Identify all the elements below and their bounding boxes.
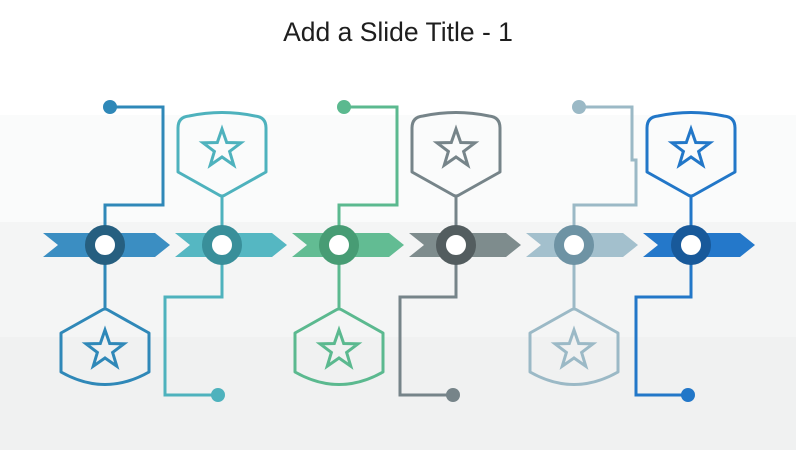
milestone-1-node (85, 225, 125, 265)
milestone-5-endpoint-dot (572, 100, 586, 114)
milestone-3-endpoint-dot (337, 100, 351, 114)
milestone-6-connector (634, 245, 693, 397)
milestone-1-endpoint-dot (103, 100, 117, 114)
milestone-6-node (671, 225, 711, 265)
milestone-5-connector (572, 105, 638, 245)
milestone-3-node (319, 225, 359, 265)
milestone-4-connector (398, 245, 458, 397)
milestone-6-endpoint-dot (681, 388, 695, 402)
timeline-nodes (85, 225, 711, 265)
milestone-4-node (436, 225, 476, 265)
milestone-3 (293, 100, 399, 386)
milestone-2-node (202, 225, 242, 265)
milestone-1-connector (103, 105, 165, 245)
background-band-top (0, 0, 796, 115)
slide-title: Add a Slide Title - 1 (283, 17, 513, 47)
milestone-3-connector (337, 105, 399, 245)
milestone-5-node (554, 225, 594, 265)
milestone-4-endpoint-dot (446, 388, 460, 402)
milestone-2-endpoint-dot (211, 388, 225, 402)
milestone-2-connector (163, 245, 224, 397)
